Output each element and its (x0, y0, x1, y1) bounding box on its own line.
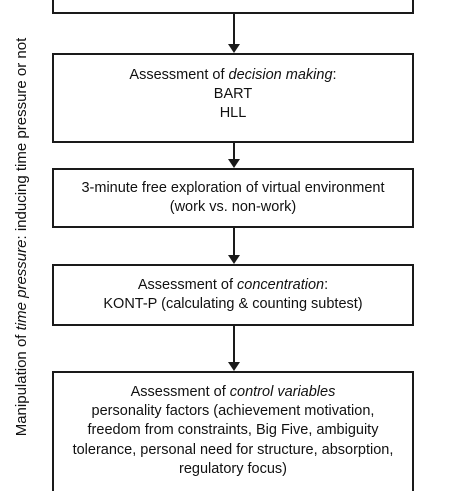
control-variables-line: regulatory focus) (179, 460, 287, 477)
time-pressure-manipulation-label: Manipulation of time pressure: inducing … (13, 37, 30, 437)
decision-making-heading: Assessment of decision making: (129, 67, 337, 83)
decision-making-box: Assessment of decision making: BART HLL (52, 53, 414, 143)
kont-p-label: KONT-P (calculating & counting subtest) (103, 296, 363, 312)
concentration-heading: Assessment of concentration: (137, 277, 329, 293)
flow-arrow (228, 326, 240, 371)
work-vs-nonwork-text: (work vs. non-work) (169, 199, 297, 215)
control-variables-heading: Assessment of control variables (130, 384, 336, 400)
hll-label: HLL (219, 105, 247, 121)
control-variables-line: freedom from constraints, Big Five, ambi… (87, 422, 379, 439)
control-variables-box: Assessment of control variables personal… (52, 371, 414, 491)
free-exploration-box: 3-minute free exploration of virtual env… (52, 168, 414, 228)
flow-arrow (228, 14, 240, 53)
bart-label: BART (213, 86, 253, 102)
flow-arrow (228, 228, 240, 264)
free-exploration-text: 3-minute free exploration of virtual env… (81, 180, 385, 196)
flow-arrow (228, 143, 240, 168)
control-variables-line: tolerance, personal need for structure, … (72, 441, 394, 458)
previous-step-box (52, 0, 414, 14)
concentration-box: Assessment of concentration: KONT-P (cal… (52, 264, 414, 326)
control-variables-line: personality factors (achievement motivat… (91, 403, 375, 420)
